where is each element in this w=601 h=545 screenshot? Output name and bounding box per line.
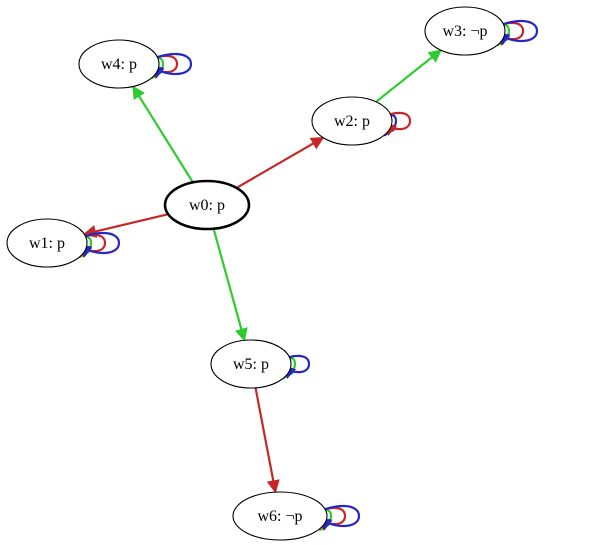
self-loop-w2-red bbox=[379, 111, 412, 136]
edges-layer bbox=[82, 49, 442, 494]
self-loop-w3-blue bbox=[492, 19, 539, 46]
node-w1: w1: p bbox=[6, 218, 88, 268]
node-label: w1: p bbox=[29, 235, 65, 252]
edge-w0-w4 bbox=[132, 85, 194, 183]
node-ellipse bbox=[232, 491, 328, 541]
node-ellipse bbox=[78, 39, 160, 89]
node-ellipse bbox=[6, 218, 88, 268]
nodes-layer: w0: p w1: p w2: p w3: ¬p w4: p w5: p w6: ¬p bbox=[6, 6, 506, 541]
node-label: w4: p bbox=[101, 56, 137, 73]
self-loop-w4-blue bbox=[146, 52, 193, 79]
self-loop-w5-blue bbox=[278, 354, 311, 379]
node-w0: w0: p bbox=[163, 179, 251, 231]
self-loop-w6-blue bbox=[314, 504, 361, 531]
node-label: w0: p bbox=[189, 197, 225, 214]
node-w5: w5: p bbox=[210, 339, 292, 389]
node-ellipse bbox=[424, 6, 506, 56]
node-label: w2: p bbox=[334, 113, 370, 130]
edge-w0-w1 bbox=[82, 213, 169, 238]
edge-w2-w3 bbox=[375, 49, 442, 103]
node-ellipse bbox=[163, 179, 251, 231]
edge-w0-w5 bbox=[212, 228, 248, 342]
node-w2: w2: p bbox=[311, 96, 393, 146]
node-label: w6: ¬p bbox=[257, 508, 302, 525]
node-ellipse bbox=[311, 96, 393, 146]
edge-w5-w6 bbox=[254, 387, 280, 494]
node-w6: w6: ¬p bbox=[232, 491, 328, 541]
node-ellipse bbox=[210, 339, 292, 389]
self-loops-layer bbox=[74, 19, 539, 532]
self-loop-w1-blue bbox=[74, 231, 121, 258]
node-w4: w4: p bbox=[78, 39, 160, 89]
node-label: w5: p bbox=[233, 356, 269, 373]
edge-w0-w2 bbox=[235, 136, 325, 189]
node-w3: w3: ¬p bbox=[424, 6, 506, 56]
node-label: w3: ¬p bbox=[442, 23, 487, 40]
